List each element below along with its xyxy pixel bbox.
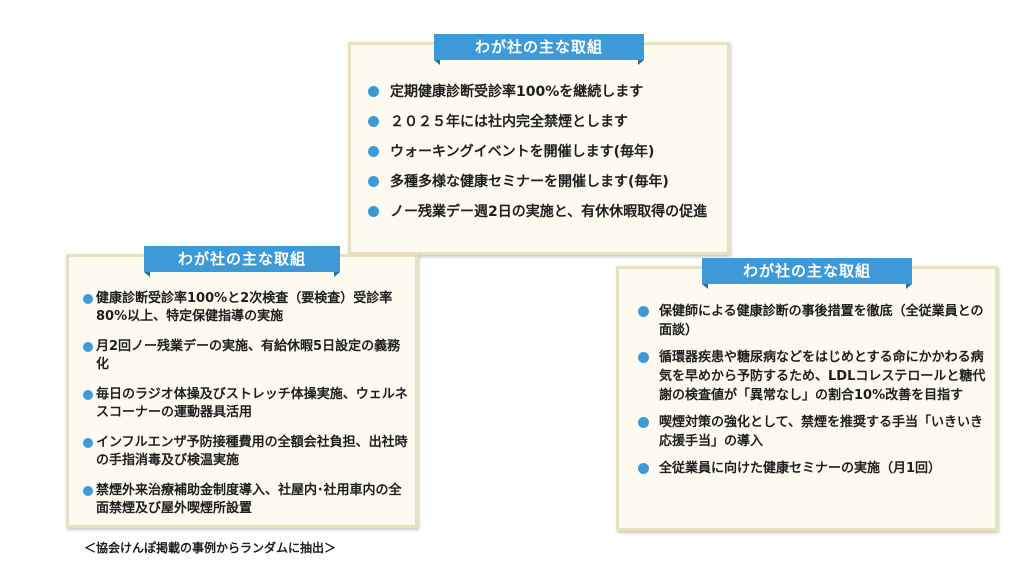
list-item: ウォーキングイベントを開催します(毎年) [368, 141, 718, 163]
list-item: 毎日のラジオ体操及びストレッチ体操実施、ウェルネスコーナーの運動器具活用 [83, 386, 413, 422]
list-item: 月2回ノー残業デーの実施、有給休暇5日設定の義務化 [83, 338, 413, 374]
list-item-text: 月2回ノー残業デーの実施、有給休暇5日設定の義務化 [96, 339, 401, 372]
bullet-icon [83, 294, 93, 304]
bullet-icon [638, 417, 649, 428]
list-item: インフルエンザ予防接種費用の全額会社負担、出社時の手指消毒及び検温実施 [83, 434, 413, 470]
list-item: 多種多様な健康セミナーを開催します(毎年) [368, 171, 718, 193]
bullet-icon [368, 146, 379, 157]
list-item-text: 毎日のラジオ体操及びストレッチ体操実施、ウェルネスコーナーの運動器具活用 [96, 387, 408, 420]
list-item: 全従業員に向けた健康セミナーの実施（月1回） [638, 459, 990, 478]
list-item-text: ウォーキングイベントを開催します(毎年) [390, 144, 655, 160]
initiatives-box-left: わが社の主な取組 健康診断受診率100%と2次検査（要検査）受診率80%以上、特… [66, 246, 418, 530]
initiative-list: 定期健康診断受診率100%を継続します ２０２５年には社内完全禁煙とします ウォ… [368, 81, 718, 231]
initiatives-box-right: わが社の主な取組 保健師による健康診断の事後措置を徹底（全従業員との面談） 循環… [616, 258, 998, 531]
source-footnote: ＜協会けんぽ掲載の事例からランダムに抽出＞ [84, 541, 337, 555]
bullet-icon [638, 352, 649, 363]
list-item: 定期健康診断受診率100%を継続します [368, 81, 718, 103]
list-item: 喫煙対策の強化として、禁煙を推奨する手当「いきいき応援手当」の導入 [638, 413, 990, 451]
bullet-icon [368, 116, 379, 127]
bullet-icon [368, 86, 379, 97]
list-item-text: インフルエンザ予防接種費用の全額会社負担、出社時の手指消毒及び検温実施 [96, 435, 408, 468]
initiatives-box-top: わが社の主な取組 定期健康診断受診率100%を継続します ２０２５年には社内完全… [348, 34, 730, 255]
list-item-text: ２０２５年には社内完全禁煙とします [390, 114, 628, 130]
bullet-icon [638, 306, 649, 317]
list-item: ノー残業デー週2日の実施と、有休休暇取得の促進 [368, 201, 718, 223]
bullet-icon [368, 206, 379, 217]
list-item: 循環器疾患や糖尿病などをはじめとする命にかかわる病気を早めから予防するため、LD… [638, 348, 990, 405]
bullet-icon [83, 486, 93, 496]
box-title: わが社の主な取組 [434, 34, 644, 65]
list-item-text: 健康診断受診率100%と2次検査（要検査）受診率80%以上、特定保健指導の実施 [96, 291, 393, 324]
list-item: 保健師による健康診断の事後措置を徹底（全従業員との面談） [638, 302, 990, 340]
list-item-text: 定期健康診断受診率100%を継続します [390, 84, 644, 100]
list-item: 健康診断受診率100%と2次検査（要検査）受診率80%以上、特定保健指導の実施 [83, 290, 413, 326]
bullet-icon [368, 176, 379, 187]
list-item: ２０２５年には社内完全禁煙とします [368, 111, 718, 133]
initiative-list: 保健師による健康診断の事後措置を徹底（全従業員との面談） 循環器疾患や糖尿病など… [638, 302, 990, 486]
bullet-icon [83, 342, 93, 352]
bullet-icon [83, 390, 93, 400]
list-item-text: 循環器疾患や糖尿病などをはじめとする命にかかわる病気を早めから予防するため、LD… [659, 350, 986, 403]
list-item-text: 全従業員に向けた健康セミナーの実施（月1回） [659, 461, 942, 476]
box-title: わが社の主な取組 [144, 246, 340, 277]
list-item-text: 多種多様な健康セミナーを開催します(毎年) [390, 174, 669, 190]
list-item: 禁煙外来治療補助金制度導入、社屋内･社用車内の全面禁煙及び屋外喫煙所設置 [83, 482, 413, 518]
initiative-list: 健康診断受診率100%と2次検査（要検査）受診率80%以上、特定保健指導の実施 … [83, 290, 413, 530]
box-title: わが社の主な取組 [702, 258, 912, 289]
bullet-icon [83, 438, 93, 448]
list-item-text: 喫煙対策の強化として、禁煙を推奨する手当「いきいき応援手当」の導入 [659, 415, 983, 449]
list-item-text: 保健師による健康診断の事後措置を徹底（全従業員との面談） [659, 304, 984, 338]
list-item-text: 禁煙外来治療補助金制度導入、社屋内･社用車内の全面禁煙及び屋外喫煙所設置 [96, 483, 402, 516]
list-item-text: ノー残業デー週2日の実施と、有休休暇取得の促進 [390, 204, 708, 220]
bullet-icon [638, 463, 649, 474]
